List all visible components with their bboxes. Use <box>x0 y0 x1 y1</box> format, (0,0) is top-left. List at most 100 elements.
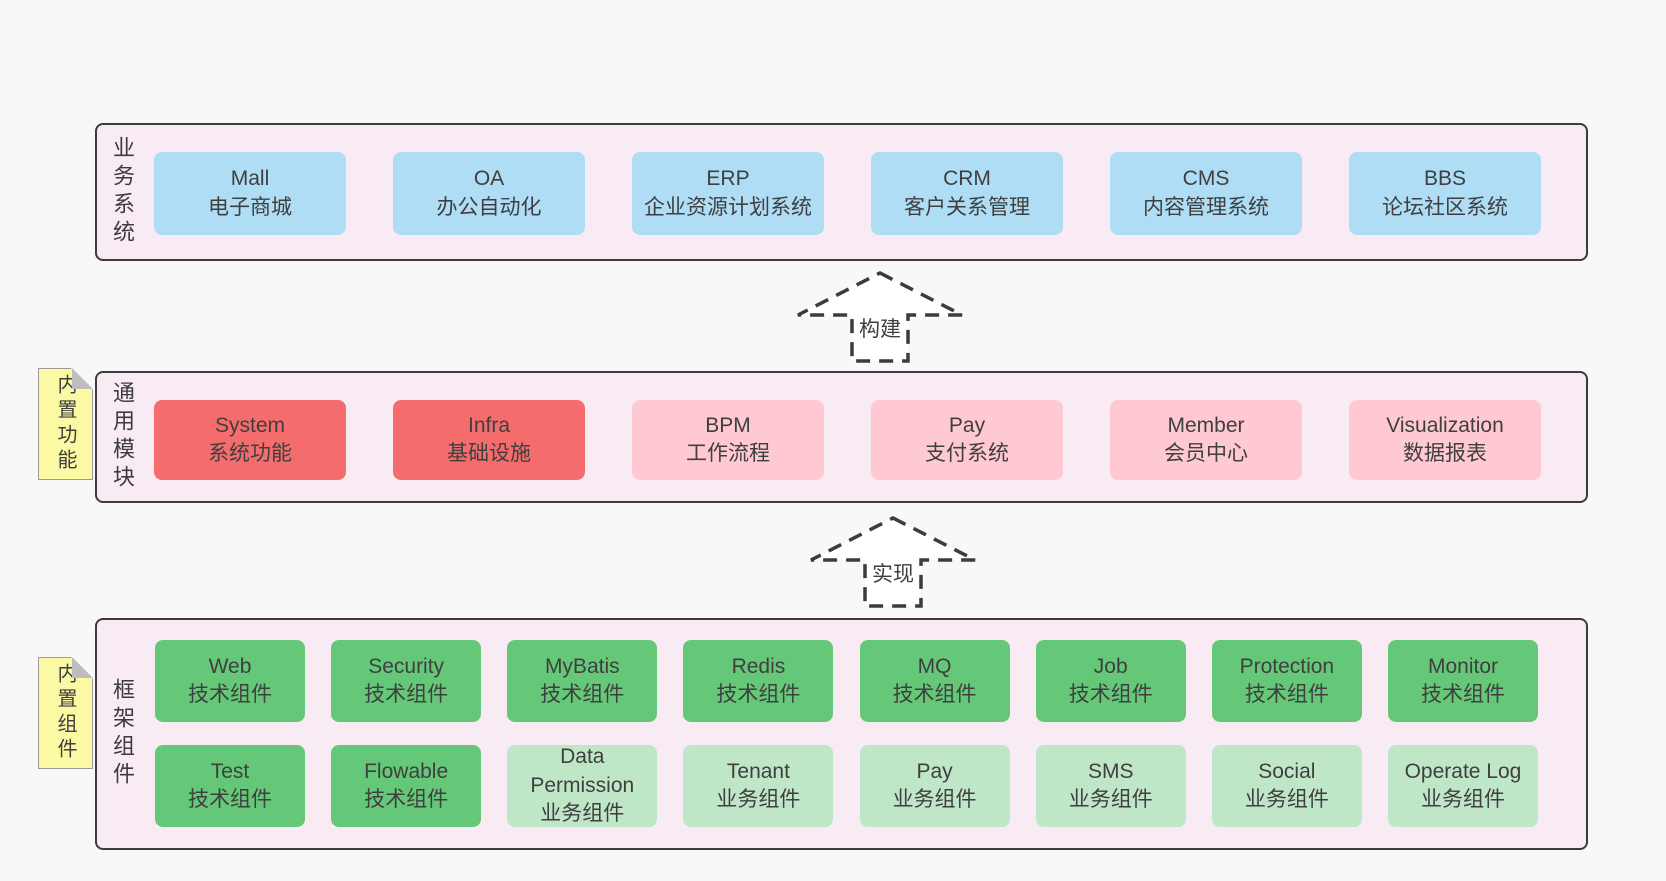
framework-components-row-1: Web 技术组件 Security 技术组件 MyBatis 技术组件 Redi… <box>155 640 1538 722</box>
box-subtitle: 办公自动化 <box>436 195 542 219</box>
box-subtitle: 企业资源计划系统 <box>644 195 812 219</box>
panel-side-label: 框架组件 <box>110 678 135 790</box>
box-subtitle: 技术组件 <box>364 788 449 811</box>
box-title: CRM <box>943 167 991 191</box>
box-subtitle: 会员中心 <box>1164 442 1248 465</box>
box-member: Member 会员中心 <box>1110 400 1302 480</box>
box-bpm: BPM 工作流程 <box>632 400 824 480</box>
box-sms: SMS 业务组件 <box>1035 745 1186 827</box>
box-title: Infra <box>467 413 511 437</box>
box-system: System 系统功能 <box>154 400 346 480</box>
panel-side-label: 通用模块 <box>110 381 135 493</box>
box-subtitle: 技术组件 <box>188 683 272 706</box>
box-subtitle: 业务组件 <box>716 788 801 811</box>
box-title: Test <box>210 759 250 783</box>
panel-side-label: 业务系统 <box>110 136 135 248</box>
arrow-label: 实现 <box>872 563 914 586</box>
box-pay: Pay 支付系统 <box>871 400 1063 480</box>
box-title: Social <box>1258 759 1316 783</box>
box-job: Job 技术组件 <box>1035 640 1186 722</box>
sticky-note-built-in-features: 内置功能 <box>38 368 93 480</box>
box-subtitle: 基础设施 <box>447 442 531 465</box>
box-subtitle: 业务组件 <box>540 802 625 826</box>
framework-components-row-2: Test 技术组件 Flowable 技术组件 Data Permission … <box>155 745 1538 827</box>
box-mybatis: MyBatis 技术组件 <box>507 640 658 722</box>
box-title: Tenant <box>726 759 790 783</box>
box-protection: Protection 技术组件 <box>1211 640 1362 722</box>
sticky-note-built-in-components: 内置组件 <box>38 657 93 769</box>
box-title: Redis <box>731 654 786 678</box>
box-subtitle: 支付系统 <box>925 442 1009 465</box>
box-social: Social 业务组件 <box>1211 745 1362 827</box>
box-title: Flowable <box>364 759 449 783</box>
box-bbs: BBS 论坛社区系统 <box>1349 152 1541 235</box>
box-subtitle: 业务组件 <box>892 788 977 811</box>
box-title: Web <box>208 654 252 678</box>
box-subtitle: 工作流程 <box>686 442 770 465</box>
arrow-label: 构建 <box>859 318 901 341</box>
box-subtitle: 数据报表 <box>1403 442 1487 465</box>
box-web: Web 技术组件 <box>155 640 305 722</box>
box-title: CMS <box>1182 167 1230 191</box>
box-subtitle: 系统功能 <box>208 442 292 465</box>
box-subtitle: 技术组件 <box>1420 683 1505 706</box>
box-cms: CMS 内容管理系统 <box>1110 152 1302 235</box>
box-test: Test 技术组件 <box>155 745 305 827</box>
box-subtitle: 客户关系管理 <box>904 195 1030 219</box>
box-title: OA <box>473 167 505 191</box>
panel-business-systems: 业务系统 Mall 电子商城 OA 办公自动化 ERP 企业资源计划系统 CRM… <box>95 123 1588 261</box>
box-data-permission: Data Permission 业务组件 <box>507 745 658 827</box>
box-subtitle: 业务组件 <box>1244 788 1329 811</box>
dashed-up-arrow-build: 构建 <box>797 271 963 363</box>
box-title: BPM <box>705 413 751 437</box>
box-flowable: Flowable 技术组件 <box>331 745 482 827</box>
box-subtitle: 内容管理系统 <box>1143 195 1269 219</box>
sticky-label: 内置组件 <box>54 663 76 763</box>
box-title: Security <box>368 654 445 678</box>
common-modules-row: System 系统功能 Infra 基础设施 BPM 工作流程 Pay 支付系统… <box>154 400 1541 480</box>
panel-common-modules: 通用模块 System 系统功能 Infra 基础设施 BPM 工作流程 Pay… <box>95 371 1588 503</box>
box-subtitle: 技术组件 <box>716 683 801 706</box>
up-arrow-icon <box>797 271 963 363</box>
box-security: Security 技术组件 <box>331 640 482 722</box>
box-title: Pay <box>948 413 986 437</box>
box-subtitle: 论坛社区系统 <box>1382 195 1508 219</box>
box-subtitle: 技术组件 <box>540 683 625 706</box>
box-title: Pay <box>916 759 953 783</box>
box-mall: Mall 电子商城 <box>154 152 346 235</box>
box-pay-biz: Pay 业务组件 <box>859 745 1010 827</box>
box-title: MQ <box>917 654 952 678</box>
box-crm: CRM 客户关系管理 <box>871 152 1063 235</box>
box-title: Monitor <box>1427 654 1498 678</box>
business-systems-row: Mall 电子商城 OA 办公自动化 ERP 企业资源计划系统 CRM 客户关系… <box>154 152 1541 235</box>
box-visualization: Visualization 数据报表 <box>1349 400 1541 480</box>
box-erp: ERP 企业资源计划系统 <box>632 152 824 235</box>
box-title: System <box>214 413 285 437</box>
box-subtitle: 电子商城 <box>208 195 292 219</box>
box-title: MyBatis <box>544 654 620 678</box>
box-subtitle: 技术组件 <box>364 683 449 706</box>
dashed-up-arrow-implement: 实现 <box>810 516 976 608</box>
box-title: Protection <box>1239 654 1335 678</box>
box-subtitle: 技术组件 <box>892 683 977 706</box>
box-tenant: Tenant 业务组件 <box>683 745 834 827</box>
box-title: Member <box>1167 413 1245 437</box>
box-title: Mall <box>230 167 270 191</box>
box-title: BBS <box>1423 167 1467 191</box>
box-redis: Redis 技术组件 <box>683 640 834 722</box>
box-mq: MQ 技术组件 <box>859 640 1010 722</box>
box-title: Data Permission <box>530 745 635 797</box>
box-subtitle: 业务组件 <box>1420 788 1505 811</box>
box-monitor: Monitor 技术组件 <box>1387 640 1538 722</box>
panel-framework-components: 框架组件 Web 技术组件 Security 技术组件 MyBatis 技术组件… <box>95 618 1588 850</box>
up-arrow-icon <box>810 516 976 608</box>
box-subtitle: 技术组件 <box>1244 683 1329 706</box>
box-subtitle: 业务组件 <box>1068 788 1153 811</box>
box-title: Job <box>1093 654 1128 678</box>
box-oa: OA 办公自动化 <box>393 152 585 235</box>
box-title: SMS <box>1087 759 1134 783</box>
box-infra: Infra 基础设施 <box>393 400 585 480</box>
box-title: Visualization <box>1386 413 1504 437</box>
box-title: ERP <box>706 167 750 191</box>
box-subtitle: 技术组件 <box>188 788 272 811</box>
